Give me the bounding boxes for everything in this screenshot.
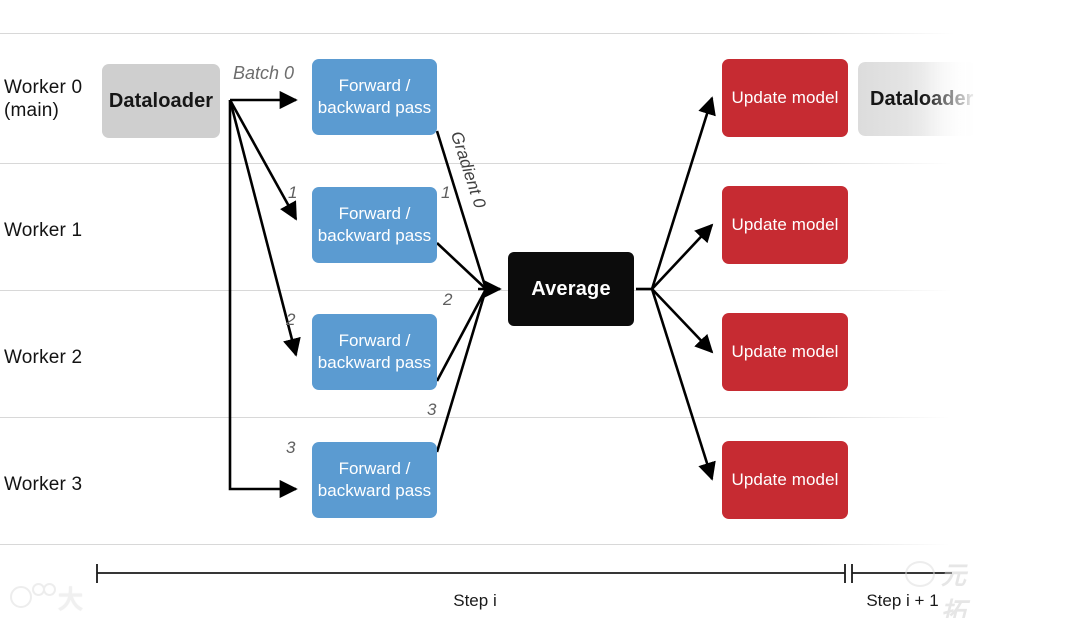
batch-label-1: 1 [288,183,298,202]
edge-grad3-to-average [435,288,488,453]
node-average[interactable]: Average [508,252,634,326]
timeline-axis [96,564,952,583]
row-separator-2 [0,290,952,291]
node-forward-backward-0[interactable]: Forward / backward pass [312,59,437,135]
node-forward-backward-3[interactable]: Forward / backward pass [312,442,437,518]
watermark-left-text: 大数跨境 [58,586,85,614]
edge-average-to-update1 [651,223,714,290]
node-forward-backward-2[interactable]: Forward / backward pass [312,314,437,390]
row-separator-3 [0,417,950,418]
gradient-label-3: 3 [427,400,437,419]
gradient-label-2: 2 [443,290,453,309]
worker-label-0: Worker 0 (main) [4,77,83,122]
wechat-logo-icon [905,561,935,587]
edge-average-to-update3 [650,288,716,481]
node-update-model-3[interactable]: Update model [722,441,848,519]
node-dataloader[interactable]: Dataloader [102,64,220,138]
timeline-step-current: Step i [453,591,497,610]
node-forward-backward-1[interactable]: Forward / backward pass [312,187,437,263]
row-separator-bottom [0,544,950,545]
node-update-model-1[interactable]: Update model [722,186,848,264]
timeline-step-next: Step i + 1 [866,591,939,610]
node-dataloader-next-step[interactable]: Dataloader [858,62,978,136]
edge-grad1-to-average [436,242,487,290]
watermark-left-logo-dot2-icon [43,583,56,596]
watermark-left-logo-icon [10,586,32,608]
node-update-model-0[interactable]: Update model [722,59,848,137]
watermark-left-logo-dot-icon [32,583,45,596]
gradient-label-1: 1 [441,183,451,202]
gradient-label-0: Gradient 0 [446,129,490,211]
worker-label-3: Worker 3 [4,474,83,495]
edge-average-to-update2 [651,288,714,354]
batch-label-2: 2 [286,310,296,329]
edge-dataloader-to-fwbw1 [228,99,298,221]
node-update-model-2[interactable]: Update model [722,313,848,391]
row-separator-top [0,33,955,34]
edge-dataloader-to-fwbw3 [228,100,298,499]
worker-label-2: Worker 2 [4,347,83,368]
batch-label-0: Batch 0 [233,63,295,83]
batch-label-3: 3 [286,438,296,457]
edge-average-to-update0 [650,96,716,290]
worker-label-1: Worker 1 [4,220,83,241]
